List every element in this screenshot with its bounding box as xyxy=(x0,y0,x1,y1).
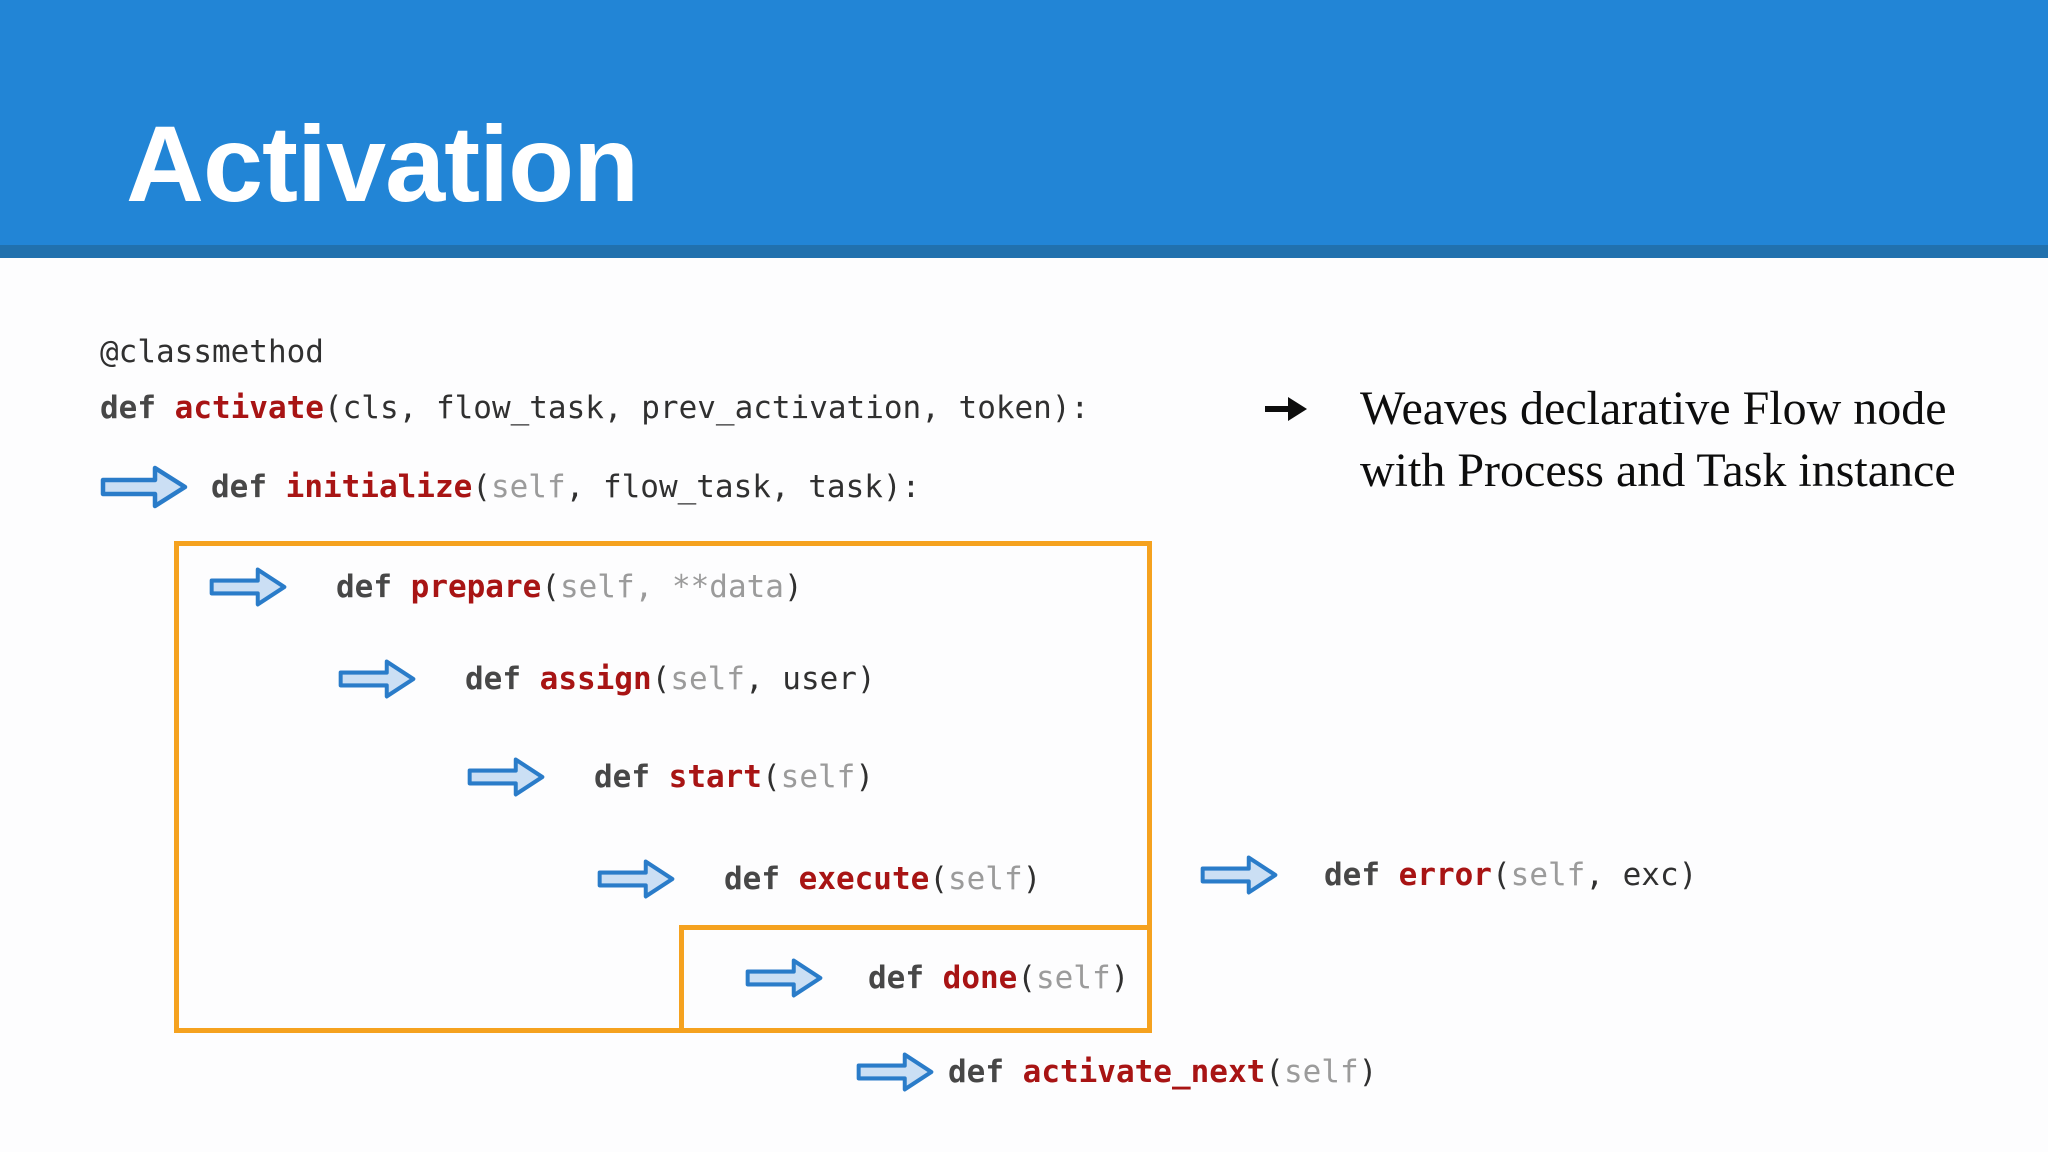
flow-arrow-icon xyxy=(209,567,287,607)
flow-arrow-icon xyxy=(745,958,823,998)
flow-arrow-icon xyxy=(1200,855,1278,895)
code-line-activate: def activate(cls, flow_task, prev_activa… xyxy=(100,390,1090,426)
note: Weaves declarative Flow node with Proces… xyxy=(1263,378,2023,502)
code-line-prepare: def prepare(self, **data) xyxy=(336,569,803,605)
code-line-decorator: @classmethod xyxy=(100,334,324,370)
code-line-start: def start(self) xyxy=(594,759,874,795)
note-text: Weaves declarative Flow node with Proces… xyxy=(1360,378,1956,502)
note-line-1: Weaves declarative Flow node xyxy=(1360,382,1947,435)
code-line-done: def done(self) xyxy=(868,960,1130,996)
slide-header xyxy=(0,0,2048,245)
flow-arrow-icon xyxy=(597,859,675,899)
note-line-2: with Process and Task instance xyxy=(1360,444,1956,497)
code-line-activate-next: def activate_next(self) xyxy=(948,1054,1378,1090)
code-line-execute: def execute(self) xyxy=(724,861,1042,897)
code-line-initialize: def initialize(self, flow_task, task): xyxy=(211,469,921,505)
flow-arrow-icon xyxy=(467,757,545,797)
flow-arrow-icon xyxy=(856,1052,934,1092)
code-line-assign: def assign(self, user) xyxy=(465,661,876,697)
header-accent-strip xyxy=(0,245,2048,258)
bullet-arrow-icon xyxy=(1265,397,1307,421)
flow-arrow-icon xyxy=(338,659,416,699)
page-title: Activation xyxy=(126,103,639,224)
code-line-error: def error(self, exc) xyxy=(1324,857,1698,893)
lifecycle-box xyxy=(174,541,1152,1033)
flow-arrow-icon xyxy=(100,465,188,509)
